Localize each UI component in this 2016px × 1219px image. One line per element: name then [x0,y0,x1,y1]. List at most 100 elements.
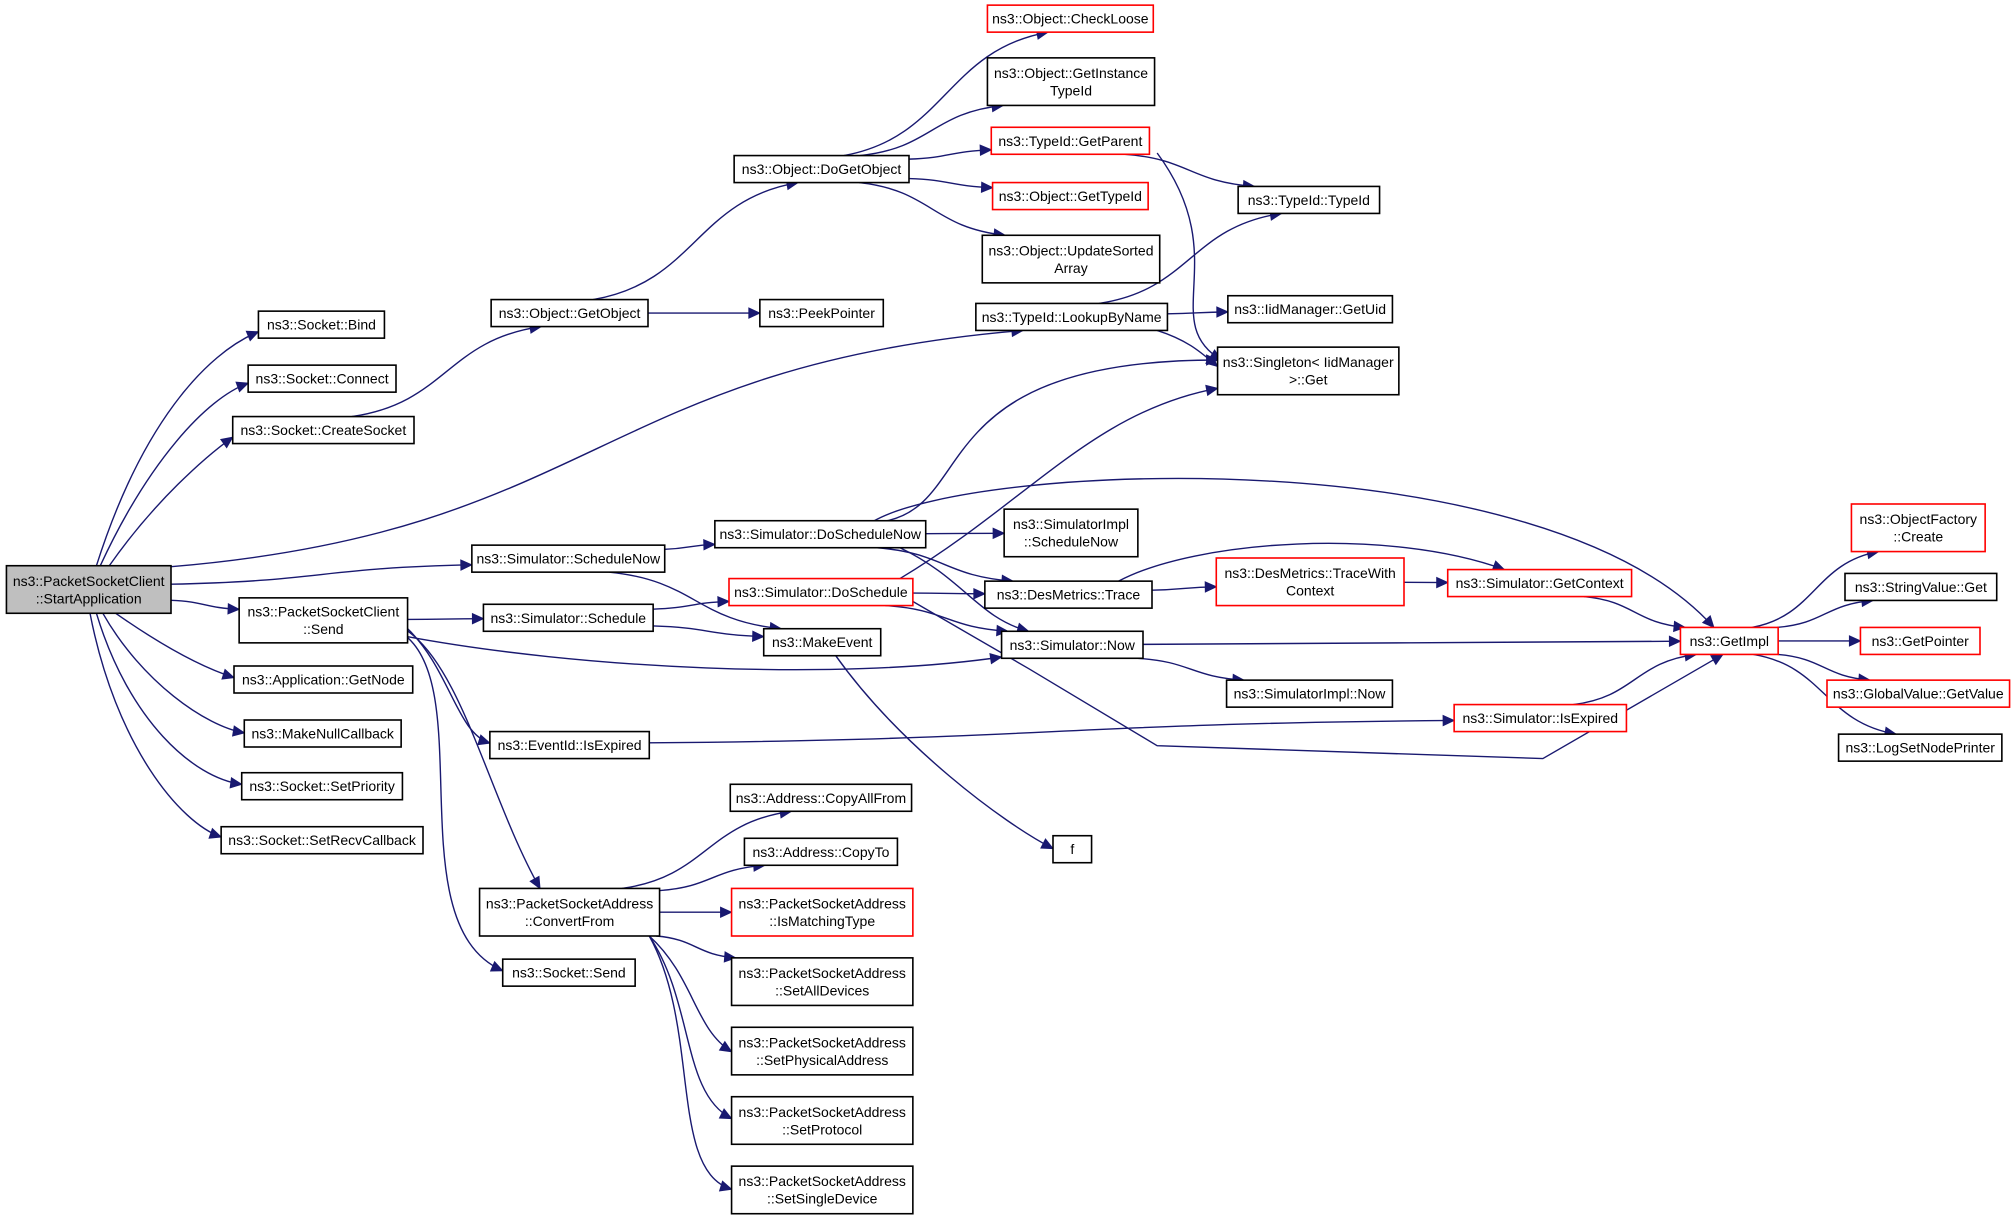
node-eventisexpired[interactable]: ns3::EventId::IsExpired [489,730,651,760]
node-setpriority[interactable]: ns3::Socket::SetPriority [240,771,404,801]
node-stringvalueget[interactable]: ns3::StringValue::Get [1844,572,1998,602]
node-box[interactable] [729,783,913,813]
node-box[interactable] [733,154,910,184]
node-box[interactable] [233,665,414,694]
node-box[interactable] [759,298,885,328]
node-box[interactable] [975,302,1169,332]
node-objfactorycreate[interactable]: ns3::ObjectFactory::Create [1850,503,1986,553]
node-box[interactable] [1215,557,1405,607]
node-peekpointer[interactable]: ns3::PeekPointer [759,298,885,328]
node-box[interactable] [482,603,654,633]
node-box[interactable] [981,234,1161,284]
node-box[interactable] [501,958,636,987]
node-typeidtypeid[interactable]: ns3::TypeId::TypeId [1237,185,1381,215]
node-box[interactable] [1446,568,1633,598]
node-bind[interactable]: ns3::Socket::Bind [257,310,386,339]
node-box[interactable] [730,887,914,937]
node-box[interactable] [1844,572,1998,602]
node-box[interactable] [986,57,1156,107]
node-checkloose[interactable]: ns3::Object::CheckLoose [986,4,1155,33]
node-setrecv[interactable]: ns3::Socket::SetRecvCallback [220,825,424,855]
node-box[interactable] [714,519,927,549]
node-box[interactable] [1000,630,1144,660]
node-ismatching[interactable]: ns3::PacketSocketAddress::IsMatchingType [730,887,914,937]
node-box[interactable] [5,564,172,615]
node-singletonget[interactable]: ns3::Singleton< IidManager>::Get [1216,346,1400,396]
node-box[interactable] [728,577,914,607]
node-getimpl[interactable]: ns3::GetImpl [1679,626,1779,656]
node-copyallfrom[interactable]: ns3::Address::CopyAllFrom [729,783,913,813]
node-box[interactable] [1216,346,1400,396]
node-doschedule[interactable]: ns3::Simulator::DoSchedule [728,577,914,607]
node-box[interactable] [471,544,666,573]
node-setphysical[interactable]: ns3::PacketSocketAddress::SetPhysicalAdd… [730,1026,914,1076]
node-box[interactable] [490,298,649,328]
node-box[interactable] [990,126,1151,156]
node-box[interactable] [257,310,386,339]
node-box[interactable] [762,627,882,657]
node-objgettypeid[interactable]: ns3::Object::GetTypeId [991,181,1149,211]
node-box[interactable] [730,1095,914,1146]
node-box[interactable] [730,957,914,1007]
node-box[interactable] [1859,626,1981,656]
node-f[interactable]: f [1052,834,1093,864]
node-doschedulenow[interactable]: ns3::Simulator::DoScheduleNow [714,519,927,549]
node-box[interactable] [1850,503,1986,553]
node-dogetobject[interactable]: ns3::Object::DoGetObject [733,154,910,184]
node-box[interactable] [1679,626,1779,656]
node-box[interactable] [238,597,409,644]
node-getobject[interactable]: ns3::Object::GetObject [490,298,649,328]
node-box[interactable] [1227,294,1394,324]
node-getcontext[interactable]: ns3::Simulator::GetContext [1446,568,1633,598]
node-connect[interactable]: ns3::Socket::Connect [247,364,397,393]
node-box[interactable] [1237,185,1381,215]
node-schedulenow[interactable]: ns3::Simulator::ScheduleNow [471,544,666,573]
node-box[interactable] [1052,834,1093,864]
node-box[interactable] [220,825,424,855]
node-box[interactable] [1225,679,1394,708]
node-simimplschedulenow[interactable]: ns3::SimulatorImpl::ScheduleNow [1003,508,1139,558]
node-box[interactable] [991,181,1149,211]
node-simnow[interactable]: ns3::Simulator::Now [1000,630,1144,660]
node-box[interactable] [1826,679,2011,708]
node-getpointer[interactable]: ns3::GetPointer [1859,626,1981,656]
node-setprotocol[interactable]: ns3::PacketSocketAddress::SetProtocol [730,1095,914,1146]
node-box[interactable] [1453,703,1628,733]
node-schedule[interactable]: ns3::Simulator::Schedule [482,603,654,633]
node-destrace[interactable]: ns3::DesMetrics::Trace [984,580,1153,609]
node-box[interactable] [730,1026,914,1076]
node-makeevent[interactable]: ns3::MakeEvent [762,627,882,657]
node-box[interactable] [240,771,404,801]
node-simisexpired[interactable]: ns3::Simulator::IsExpired [1453,703,1628,733]
node-createsocket[interactable]: ns3::Socket::CreateSocket [231,415,415,445]
node-copyto[interactable]: ns3::Address::CopyTo [743,837,899,867]
node-simimplnow[interactable]: ns3::SimulatorImpl::Now [1225,679,1394,708]
node-logsetnode[interactable]: ns3::LogSetNodePrinter [1837,733,2003,762]
node-typeidgetparent[interactable]: ns3::TypeId::GetParent [990,126,1151,156]
node-makenull[interactable]: ns3::MakeNullCallback [243,719,402,748]
node-globalvalue[interactable]: ns3::GlobalValue::GetValue [1826,679,2011,708]
node-lookupbyname[interactable]: ns3::TypeId::LookupByName [975,302,1169,332]
node-setsingle[interactable]: ns3::PacketSocketAddress::SetSingleDevic… [730,1165,914,1215]
node-box[interactable] [743,837,899,867]
node-root[interactable]: ns3::PacketSocketClient::StartApplicatio… [5,564,172,615]
node-box[interactable] [247,364,397,393]
node-convertfrom[interactable]: ns3::PacketSocketAddress::ConvertFrom [478,887,661,937]
node-socketsend[interactable]: ns3::Socket::Send [501,958,636,987]
node-setalldevices[interactable]: ns3::PacketSocketAddress::SetAllDevices [730,957,914,1007]
node-pscsend[interactable]: ns3::PacketSocketClient::Send [238,597,409,644]
node-box[interactable] [489,730,651,760]
node-box[interactable] [243,719,402,748]
node-box[interactable] [1003,508,1139,558]
node-box[interactable] [986,4,1155,33]
node-box[interactable] [1837,733,2003,762]
node-box[interactable] [984,580,1153,609]
node-iidgetuid[interactable]: ns3::IidManager::GetUid [1227,294,1394,324]
node-box[interactable] [730,1165,914,1215]
node-getnode[interactable]: ns3::Application::GetNode [233,665,414,694]
node-box[interactable] [478,887,661,937]
node-box[interactable] [231,415,415,445]
